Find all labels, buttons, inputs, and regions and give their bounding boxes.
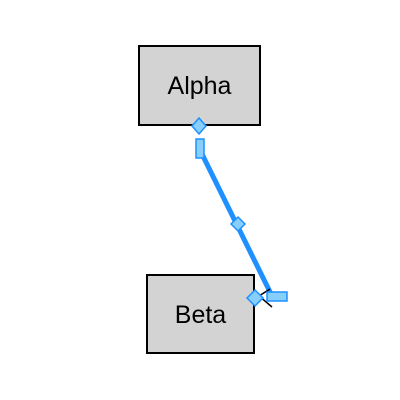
edge-bend-handle-top[interactable] xyxy=(195,138,205,159)
edge-bend-handle-bottom[interactable] xyxy=(266,291,288,302)
node-alpha[interactable]: Alpha xyxy=(138,45,261,126)
edge-target-handle[interactable] xyxy=(245,288,265,308)
edge-source-handle[interactable] xyxy=(191,116,207,136)
edge-alpha-beta[interactable] xyxy=(191,116,288,308)
node-beta[interactable]: Beta xyxy=(146,274,255,354)
node-beta-label: Beta xyxy=(175,301,227,329)
edge-midpoint-handle[interactable] xyxy=(229,215,247,233)
node-alpha-box[interactable] xyxy=(138,45,261,126)
node-alpha-label: Alpha xyxy=(168,72,232,100)
node-beta-box[interactable] xyxy=(146,274,255,354)
